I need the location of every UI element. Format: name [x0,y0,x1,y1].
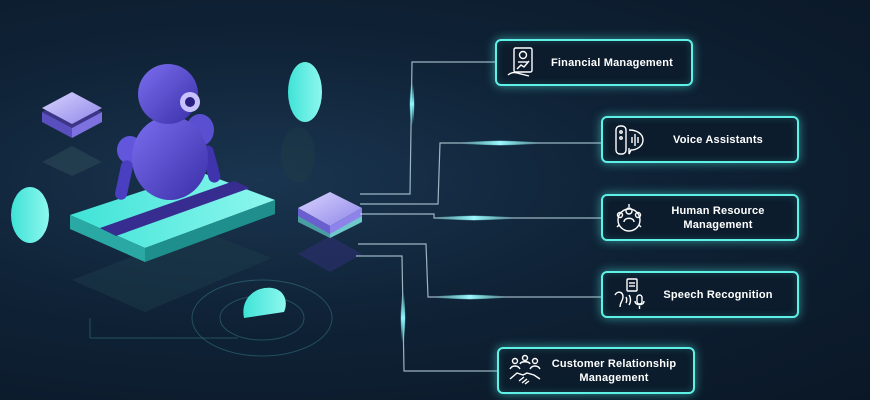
node-label: Human Resource Management [671,204,765,231]
card-reflection [72,230,272,312]
floating-disc-left [11,187,49,243]
small-chip [42,92,102,176]
hub-chip [298,192,362,272]
node-label: Financial Management [551,56,673,69]
node-customer-relationship-management: Customer Relationship Management [497,347,695,394]
handshake-icon [509,354,541,385]
node-human-resource-management: Human Resource Management [601,194,799,241]
node-financial-management: Financial Management [495,39,693,86]
node-speech-recognition: Speech Recognition [601,271,799,318]
node-label: Speech Recognition [663,288,773,301]
card-platform [70,172,275,262]
light-streaks [400,82,540,344]
node-label: Voice Assistants [672,133,763,146]
speech-recognition-icon [614,277,645,309]
voice-assistant-icon [615,124,644,155]
team-gear-icon [616,203,642,232]
node-label: Customer Relationship Management [551,357,677,384]
node-voice-assistants: Voice Assistants [601,116,799,163]
floating-disc-top [288,62,322,122]
floating-disc-bottom [243,287,286,318]
floating-disc-shadow [281,127,315,183]
robot [115,64,221,200]
finance-document-icon [507,46,533,77]
